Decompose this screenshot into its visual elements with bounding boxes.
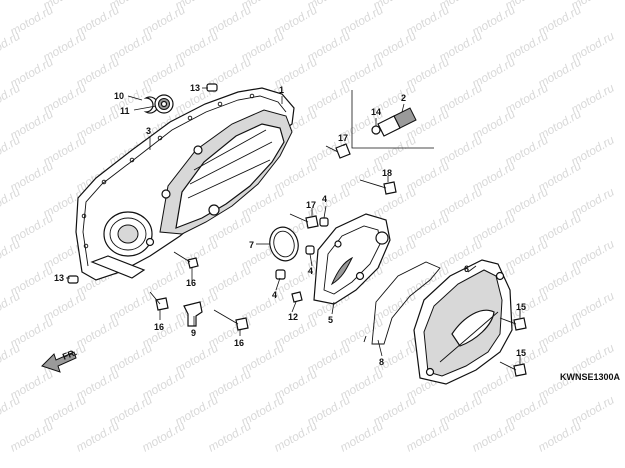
gasket (363, 261, 441, 345)
callout-17-lower: 17 (306, 200, 316, 210)
callout-18: 18 (382, 168, 392, 178)
callout-14: 14 (371, 107, 381, 117)
callout-labels: 1 2 3 4 4 4 5 6 7 8 9 10 11 12 13 13 14 … (54, 83, 526, 367)
callout-4-middle: 4 (308, 266, 313, 276)
callout-2: 2 (401, 93, 406, 103)
dowel-pin-upper (206, 83, 218, 92)
watermark-text: motod.ru (0, 0, 23, 13)
front-direction-arrow (41, 351, 77, 373)
watermark-text: motod.ru (338, 419, 386, 455)
watermark-text: motod.ru (206, 419, 254, 455)
bolt-16-middle (173, 251, 199, 269)
callout-8: 8 (379, 357, 384, 367)
oil-seal (145, 96, 159, 114)
callout-12: 12 (288, 312, 298, 322)
callout-4-upper: 4 (322, 194, 327, 204)
o-ring (269, 226, 299, 262)
bolt-15-upper (499, 317, 527, 331)
callout-13-upper: 13 (190, 83, 200, 93)
watermark-text: motod.ru (404, 419, 452, 455)
bolt-12 (291, 291, 303, 303)
bolt-17-lower (289, 213, 319, 229)
bolt-16-right (213, 309, 249, 331)
callout-10: 10 (114, 91, 124, 101)
diagram-code: KWNSE1300A (560, 372, 621, 382)
callout-17-upper: 17 (338, 133, 348, 143)
bolt-18 (359, 179, 397, 195)
collar-upper (319, 217, 329, 227)
watermark-text: motod.ru (8, 419, 56, 455)
callout-6: 6 (464, 264, 469, 274)
callout-13-lower: 13 (54, 273, 64, 283)
bolt-17-upper (325, 143, 351, 159)
watermark-text: motod.ru (272, 419, 320, 455)
bolt-15-lower (499, 361, 527, 377)
left-crankcase-cover (75, 87, 295, 281)
callout-4-lower: 4 (272, 290, 277, 300)
filter-assembly (371, 107, 417, 137)
leader-lines (66, 87, 521, 364)
outer-cover (413, 259, 513, 385)
watermark-text: motod.ru (536, 419, 584, 455)
callout-16-left: 16 (154, 322, 164, 332)
collar-middle (305, 245, 315, 255)
callout-3: 3 (146, 126, 151, 136)
collar-lower (275, 269, 286, 280)
callout-1: 1 (279, 85, 284, 95)
watermark-text: motod.ru (74, 419, 122, 455)
callout-9: 9 (191, 328, 196, 338)
callout-7: 7 (249, 240, 254, 250)
dowel-pin-lower (67, 275, 79, 284)
callout-15-lower: 15 (516, 348, 526, 358)
watermark-text: motod.ru (470, 419, 518, 455)
callout-15-upper: 15 (516, 302, 526, 312)
bolt-16-left (149, 291, 169, 311)
callout-16-middle: 16 (186, 278, 196, 288)
guide-plate (313, 213, 391, 305)
callout-5: 5 (328, 315, 333, 325)
clamp (183, 301, 203, 327)
callout-11: 11 (120, 106, 130, 116)
bearing (154, 94, 174, 114)
callout-16-right: 16 (234, 338, 244, 348)
watermark-text: motod.ru (140, 419, 188, 455)
